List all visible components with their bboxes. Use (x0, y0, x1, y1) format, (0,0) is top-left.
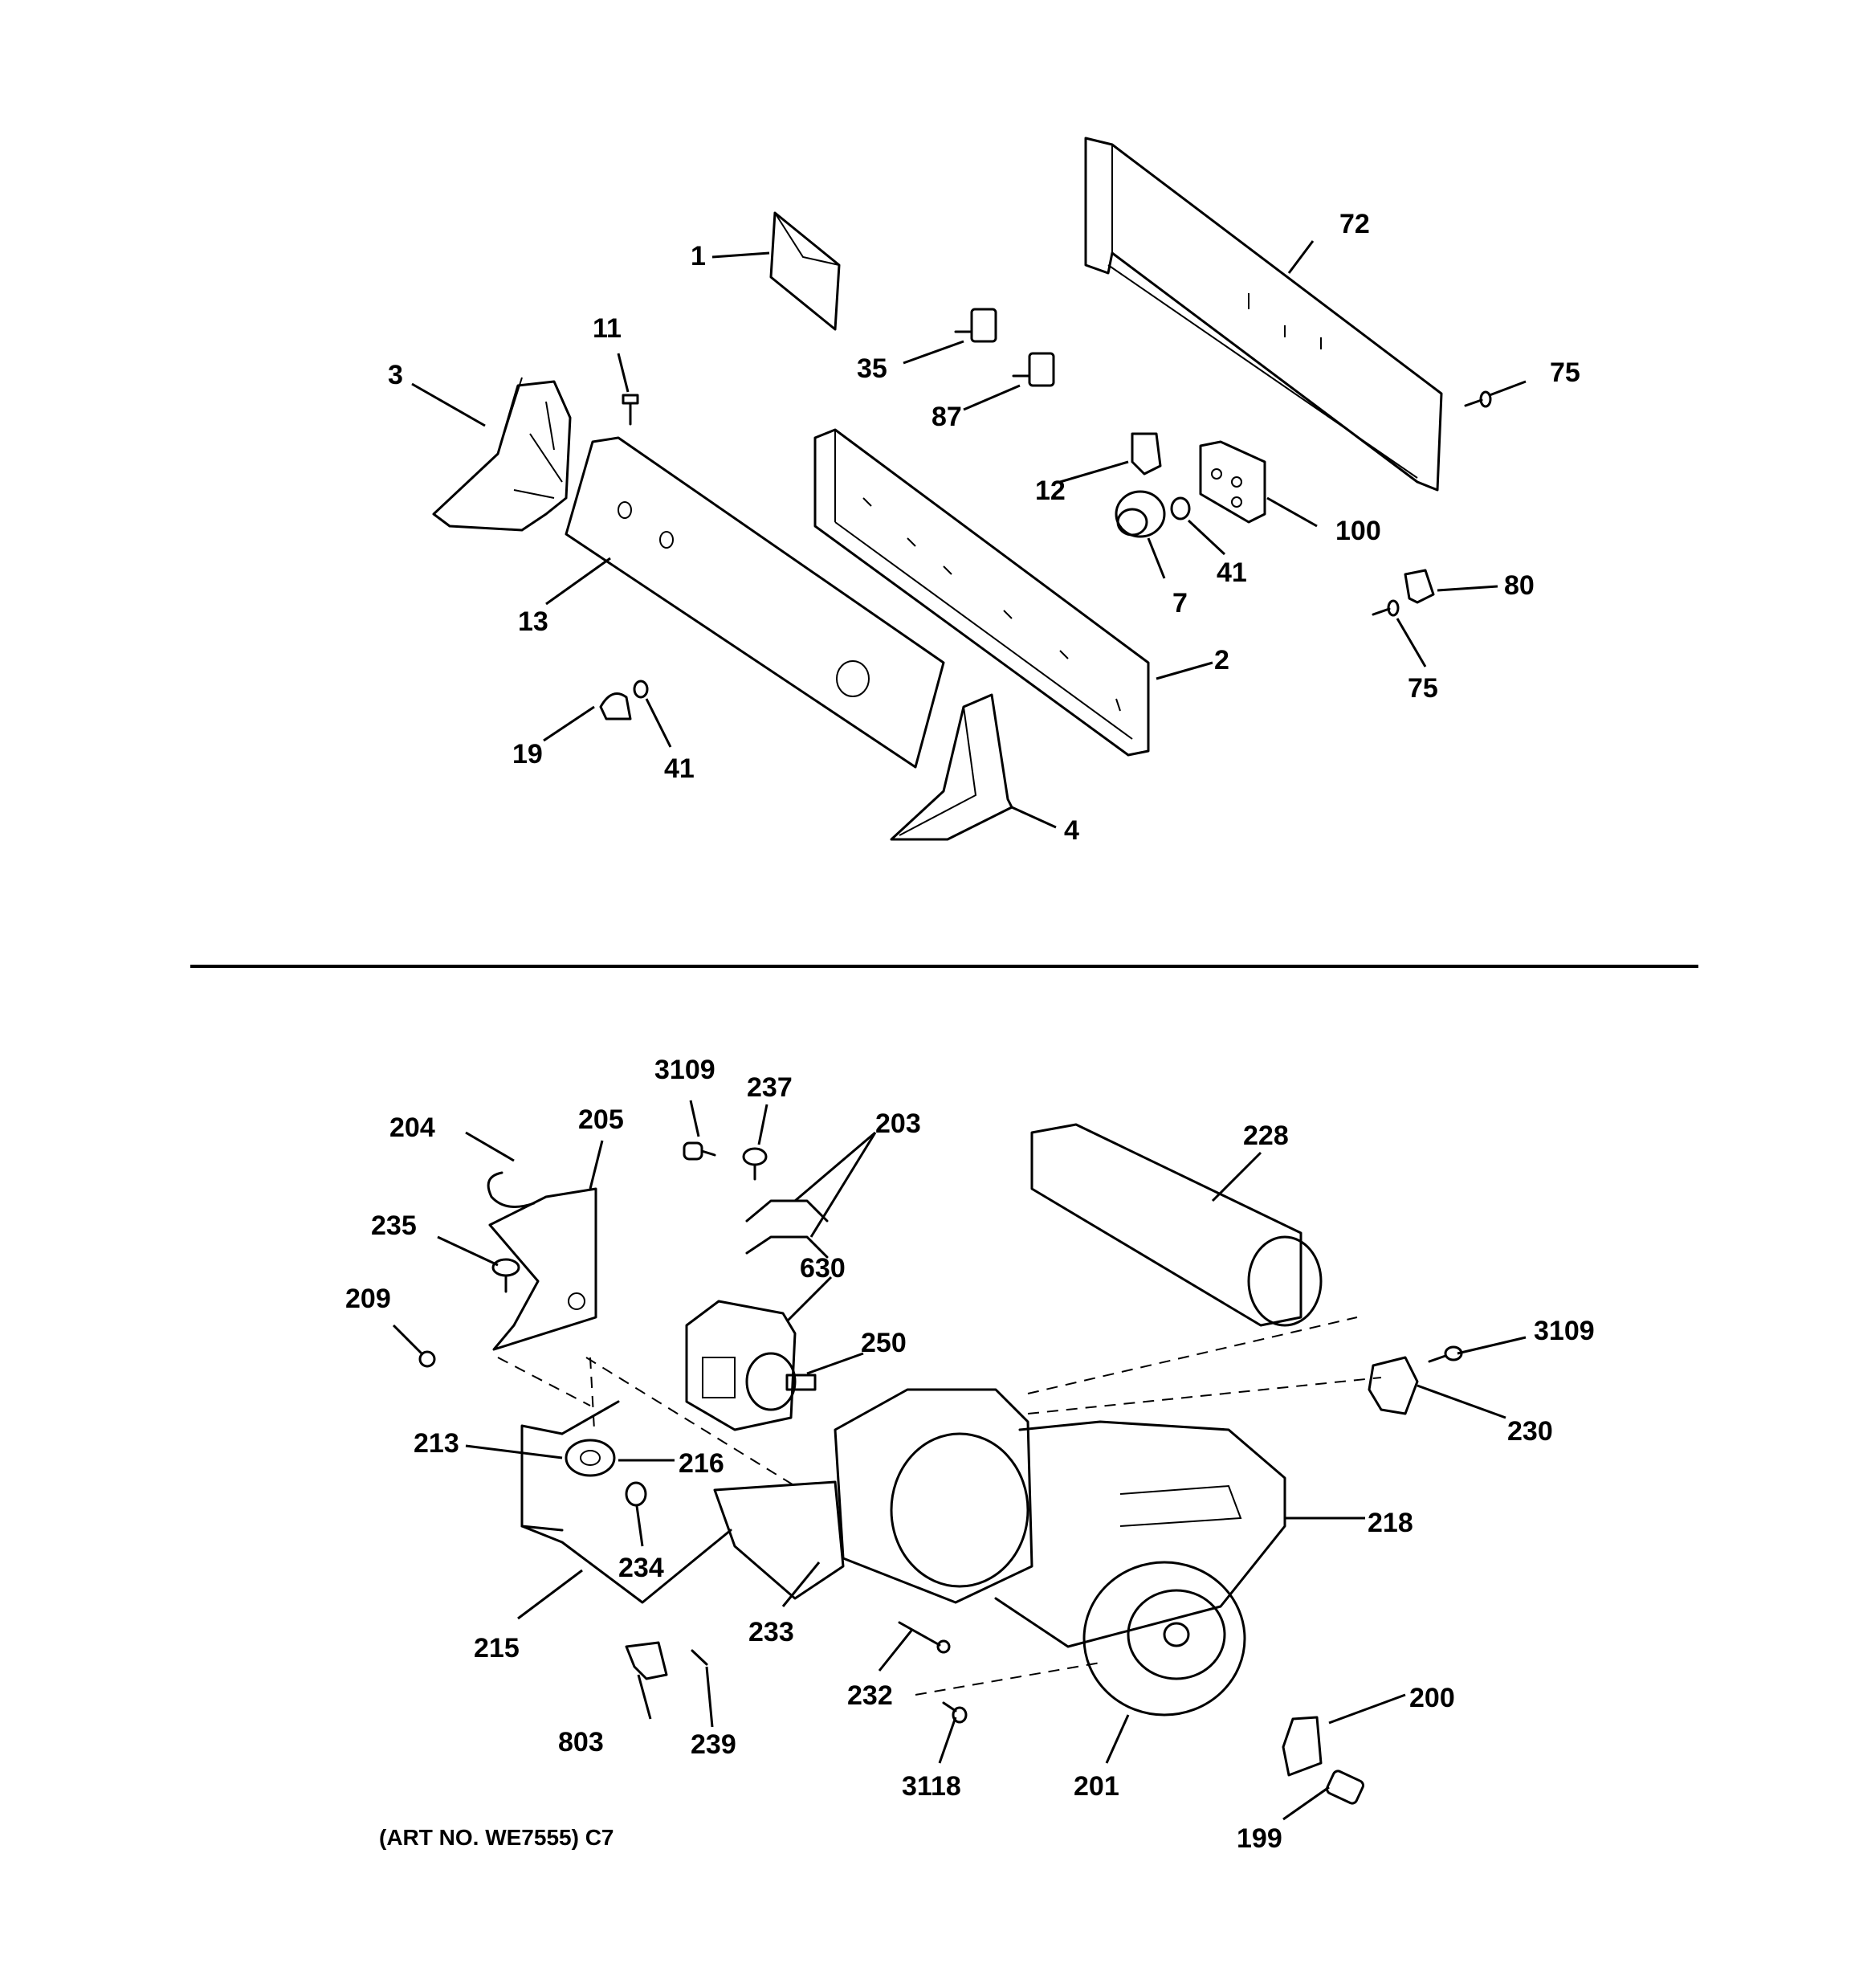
part-239-screw (691, 1649, 708, 1666)
label-75-lower: 75 (1408, 673, 1438, 704)
label-250: 250 (861, 1328, 907, 1358)
label-803: 803 (558, 1727, 604, 1757)
part-235-screw (491, 1258, 520, 1293)
label-41-upper: 41 (1217, 557, 1247, 588)
part-218-blower-housing (834, 1388, 1286, 1648)
part-3118-screw (942, 1701, 968, 1724)
label-87: 87 (932, 402, 962, 432)
label-232: 232 (847, 1680, 893, 1711)
label-4: 4 (1064, 815, 1079, 846)
part-1-envelope (769, 211, 841, 331)
label-237: 237 (747, 1072, 793, 1103)
part-215-rod (520, 1525, 732, 1604)
part-250-shaft (785, 1374, 817, 1391)
part-12-clip (1131, 432, 1162, 476)
part-205-bracket (488, 1187, 597, 1351)
label-205: 205 (578, 1104, 624, 1135)
label-12: 12 (1035, 476, 1066, 506)
label-209: 209 (345, 1284, 391, 1314)
label-13: 13 (518, 606, 548, 637)
label-200: 200 (1409, 1683, 1455, 1713)
assembly-dashed-lines (497, 1316, 1382, 1696)
part-199-screw (1326, 1770, 1364, 1805)
label-2: 2 (1214, 645, 1229, 676)
part-13-control-panel (565, 436, 945, 769)
label-35: 35 (857, 353, 887, 384)
part-228-exhaust-duct (1030, 1123, 1323, 1327)
label-228: 228 (1243, 1121, 1289, 1151)
label-213: 213 (414, 1428, 459, 1459)
part-233-motor-mount (713, 1480, 845, 1600)
label-233: 233 (748, 1617, 794, 1647)
part-100-timer (1199, 440, 1266, 524)
part-3109-screw-b (1428, 1345, 1463, 1363)
label-11: 11 (593, 313, 622, 344)
label-75-upper: 75 (1550, 357, 1580, 388)
part-41-knob-lower (633, 680, 649, 699)
part-232-pin (898, 1621, 951, 1654)
part-203-clamps (745, 1199, 829, 1259)
leader-lines-lower (392, 1100, 1527, 1821)
label-72: 72 (1339, 209, 1370, 239)
label-1: 1 (691, 241, 706, 271)
part-630-motor (685, 1300, 797, 1431)
label-215: 215 (474, 1633, 520, 1663)
label-80: 80 (1504, 570, 1535, 601)
part-35-switch (954, 308, 997, 343)
part-4-right-endcap (890, 693, 1013, 841)
label-203: 203 (875, 1108, 921, 1139)
label-234: 234 (618, 1553, 664, 1583)
label-235: 235 (371, 1210, 417, 1241)
part-2-control-frame (813, 428, 1150, 757)
part-75-screw-upper (1464, 390, 1492, 408)
part-3-left-endcap (432, 377, 572, 532)
part-234-nut (625, 1481, 647, 1507)
label-100: 100 (1335, 516, 1381, 546)
label-3109-b: 3109 (1534, 1316, 1595, 1346)
label-630: 630 (800, 1253, 846, 1284)
label-239: 239 (691, 1729, 736, 1760)
part-803-clip (625, 1641, 668, 1680)
label-218: 218 (1368, 1508, 1413, 1538)
label-204: 204 (389, 1112, 435, 1143)
part-80-clip (1404, 569, 1435, 604)
part-3109-screw-a (683, 1141, 716, 1161)
part-237-screw (742, 1147, 768, 1181)
label-3118: 3118 (902, 1771, 961, 1802)
label-199: 199 (1237, 1823, 1282, 1854)
part-230-thermostat (1368, 1356, 1419, 1415)
part-204-clamp (487, 1171, 536, 1208)
part-41-knob-upper (1170, 496, 1191, 520)
part-87-switch (1012, 352, 1055, 387)
part-75-screw-lower (1372, 599, 1400, 617)
leader-lines-upper (411, 240, 1527, 829)
part-213-idler-arm (520, 1400, 620, 1532)
label-201: 201 (1074, 1771, 1119, 1802)
label-41-lower: 41 (664, 753, 695, 784)
label-7: 7 (1172, 588, 1188, 618)
label-19: 19 (512, 739, 543, 769)
part-209-nut (418, 1350, 436, 1368)
part-216-pulley (565, 1439, 616, 1477)
label-3109-a: 3109 (654, 1055, 715, 1085)
label-230: 230 (1507, 1416, 1553, 1447)
part-200-bracket (1282, 1716, 1323, 1777)
label-216: 216 (679, 1448, 724, 1479)
art-number: (ART NO. WE7555) C7 (379, 1825, 614, 1850)
label-3: 3 (388, 360, 403, 390)
part-7-knob (1115, 490, 1166, 538)
part-72-backsplash (1084, 137, 1443, 492)
callout-labels: 1 72 11 3 35 87 75 12 100 41 7 13 80 2 7… (345, 209, 1595, 1854)
part-201-blower-wheel (1082, 1561, 1246, 1717)
part-11-screw (622, 394, 639, 426)
part-19-button (599, 692, 632, 720)
